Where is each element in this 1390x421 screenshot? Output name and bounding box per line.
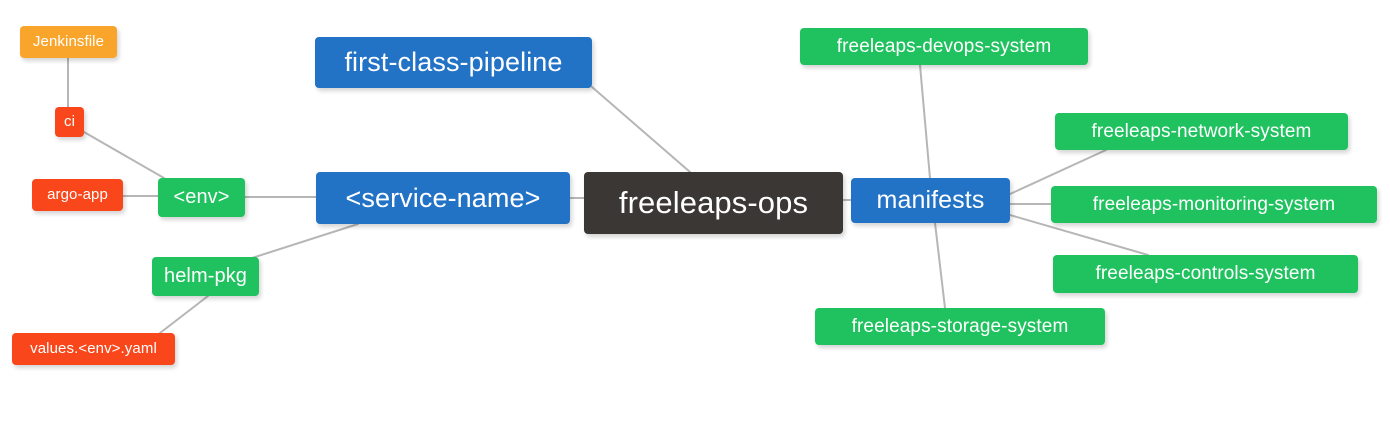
mindmap-node-label: freeleaps-devops-system [836,35,1052,57]
mindmap-edge [159,295,209,334]
mindmap-node-label: <env> [173,186,230,208]
mindmap-node-jenkinsfile[interactable]: Jenkinsfile [20,26,117,58]
mindmap-node-label: freeleaps-monitoring-system [1092,193,1336,215]
mindmap-node-label: manifests [876,186,985,215]
mindmap-node-label: freeleaps-network-system [1091,120,1312,142]
mindmap-node-label: freeleaps-storage-system [851,315,1069,337]
mindmap-node-freeleaps-devops-system[interactable]: freeleaps-devops-system [800,28,1088,65]
mindmap-node-label: Jenkinsfile [32,33,105,51]
mindmap-edge [919,64,931,179]
mindmap-edge [83,131,165,179]
mindmap-node-ci[interactable]: ci [55,107,84,137]
mindmap-node-label: freeleaps-ops [618,184,809,220]
mindmap-node-label: <service-name> [345,182,541,213]
mindmap-node-freeleaps-ops[interactable]: freeleaps-ops [584,172,843,234]
mindmap-edge [251,223,359,259]
mindmap-node-label: ci [63,113,76,131]
mindmap-node-label: helm-pkg [163,265,248,287]
mindmap-node-freeleaps-controls-system[interactable]: freeleaps-controls-system [1053,255,1358,293]
mindmap-node-label: freeleaps-controls-system [1095,263,1316,285]
mindmap-node-argo-app[interactable]: argo-app [32,179,123,211]
mindmap-edge [934,222,946,309]
mindmap-node-values-env-yaml[interactable]: values.<env>.yaml [12,333,175,365]
mindmap-node-freeleaps-storage-system[interactable]: freeleaps-storage-system [815,308,1105,345]
mindmap-node-freeleaps-network-system[interactable]: freeleaps-network-system [1055,113,1348,150]
mindmap-node-service-name[interactable]: <service-name> [316,172,570,224]
mindmap-node-manifests[interactable]: manifests [851,178,1010,223]
mindmap-node-helm-pkg[interactable]: helm-pkg [152,257,259,296]
mindmap-node-label: values.<env>.yaml [30,340,157,358]
mindmap-node-label: argo-app [47,186,108,204]
mindmap-node-env[interactable]: <env> [158,178,245,217]
mindmap-node-freeleaps-monitoring-system[interactable]: freeleaps-monitoring-system [1051,186,1377,223]
mindmap-node-first-class-pipeline[interactable]: first-class-pipeline [315,37,592,88]
mindmap-edge [591,86,691,173]
mindmap-node-label: first-class-pipeline [344,47,563,78]
